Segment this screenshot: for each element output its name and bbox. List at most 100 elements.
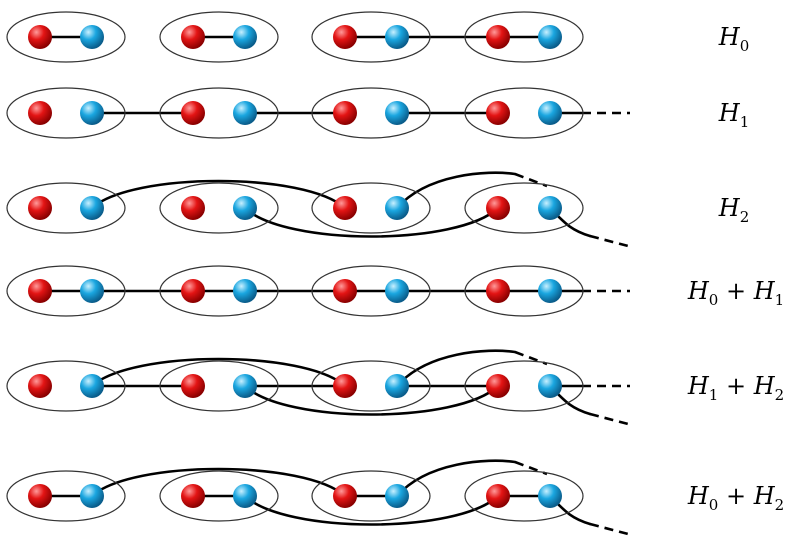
next-nearest-neighbor-bond xyxy=(395,349,517,388)
red-site xyxy=(181,101,205,125)
unit-cell xyxy=(464,87,584,139)
unit-cell xyxy=(464,265,584,317)
next-nearest-neighbor-bond xyxy=(90,357,347,388)
unit-cell xyxy=(464,470,584,522)
hamiltonian-label: H0 + H1 xyxy=(674,276,798,315)
red-site xyxy=(486,25,510,49)
plus-operator: + xyxy=(718,277,754,305)
unit-cell xyxy=(159,360,279,412)
unit-cells-layer xyxy=(6,11,584,522)
next-nearest-neighbor-bond-dashed xyxy=(589,522,629,536)
blue-site xyxy=(80,279,104,303)
red-site xyxy=(486,374,510,398)
blue-site xyxy=(80,25,104,49)
red-site xyxy=(181,484,205,508)
operator-symbol: H xyxy=(753,372,775,400)
next-nearest-neighbor-bond xyxy=(243,384,500,416)
red-site xyxy=(333,101,357,125)
blue-site xyxy=(233,25,257,49)
blue-site xyxy=(538,101,562,125)
hamiltonian-label: H1 xyxy=(674,98,794,137)
operator-symbol: H xyxy=(718,23,740,51)
bonds-layer xyxy=(38,35,630,536)
unit-cell xyxy=(159,182,279,234)
blue-site xyxy=(538,279,562,303)
red-site xyxy=(28,101,52,125)
red-site xyxy=(333,279,357,303)
blue-site xyxy=(233,279,257,303)
operator-subscript: 2 xyxy=(739,207,750,226)
blue-site xyxy=(385,484,409,508)
blue-site xyxy=(538,374,562,398)
next-nearest-neighbor-bond xyxy=(395,171,517,210)
operator-subscript: 2 xyxy=(774,385,785,404)
unit-cell xyxy=(6,182,126,234)
blue-site xyxy=(80,101,104,125)
next-nearest-neighbor-bond-dashed xyxy=(589,412,629,426)
red-site xyxy=(486,279,510,303)
red-site xyxy=(28,484,52,508)
blue-site xyxy=(385,101,409,125)
red-site xyxy=(28,25,52,49)
blue-site xyxy=(80,484,104,508)
red-site xyxy=(181,279,205,303)
operator-symbol: H xyxy=(687,372,709,400)
next-nearest-neighbor-bond-dashed xyxy=(514,350,548,366)
blue-site xyxy=(80,374,104,398)
operator-symbol: H xyxy=(687,482,709,510)
operator-symbol: H xyxy=(753,482,775,510)
red-site xyxy=(333,196,357,220)
red-site xyxy=(28,279,52,303)
blue-site xyxy=(233,196,257,220)
next-nearest-neighbor-bond xyxy=(243,494,500,526)
red-site xyxy=(28,196,52,220)
operator-subscript: 1 xyxy=(708,385,719,404)
next-nearest-neighbor-bond xyxy=(395,459,517,498)
unit-cell xyxy=(159,470,279,522)
unit-cell xyxy=(311,182,431,234)
red-site xyxy=(28,374,52,398)
red-site xyxy=(181,374,205,398)
operator-subscript: 0 xyxy=(708,290,719,309)
blue-site xyxy=(385,25,409,49)
unit-cell xyxy=(464,11,584,63)
hamiltonian-label: H2 xyxy=(674,193,794,232)
operator-symbol: H xyxy=(753,277,775,305)
next-nearest-neighbor-bond-dashed xyxy=(514,172,548,188)
operator-subscript: 0 xyxy=(739,36,750,55)
operator-subscript: 0 xyxy=(708,495,719,514)
operator-subscript: 1 xyxy=(739,112,750,131)
unit-cell xyxy=(311,87,431,139)
operator-subscript: 2 xyxy=(774,495,785,514)
unit-cell xyxy=(6,265,126,317)
unit-cell xyxy=(311,360,431,412)
hamiltonian-label: H0 + H2 xyxy=(674,481,798,520)
unit-cell xyxy=(311,11,431,63)
unit-cell xyxy=(159,87,279,139)
red-site xyxy=(333,25,357,49)
operator-symbol: H xyxy=(687,277,709,305)
unit-cell xyxy=(464,182,584,234)
blue-site xyxy=(385,279,409,303)
unit-cell xyxy=(311,470,431,522)
unit-cell xyxy=(6,87,126,139)
atoms-layer xyxy=(28,25,562,508)
unit-cell xyxy=(464,360,584,412)
unit-cell xyxy=(159,11,279,63)
operator-symbol: H xyxy=(718,99,740,127)
plus-operator: + xyxy=(718,372,754,400)
plus-operator: + xyxy=(718,482,754,510)
unit-cell xyxy=(6,11,126,63)
red-site xyxy=(181,196,205,220)
hamiltonian-label: H0 xyxy=(674,22,794,61)
red-site xyxy=(333,374,357,398)
blue-site xyxy=(233,374,257,398)
blue-site xyxy=(538,484,562,508)
next-nearest-neighbor-bond xyxy=(243,206,500,238)
blue-site xyxy=(80,196,104,220)
next-nearest-neighbor-bond xyxy=(90,179,347,210)
blue-site xyxy=(385,196,409,220)
red-site xyxy=(333,484,357,508)
operator-symbol: H xyxy=(718,194,740,222)
